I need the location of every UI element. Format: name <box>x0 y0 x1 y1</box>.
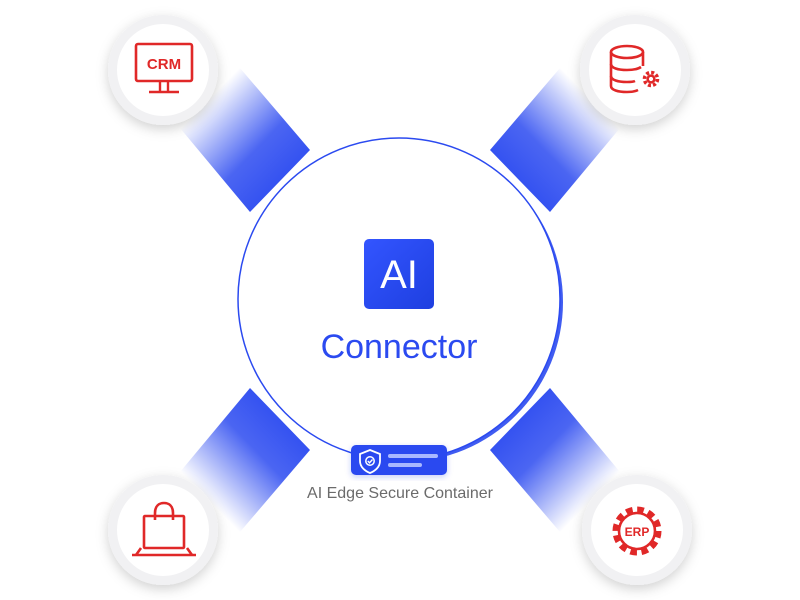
crm-monitor-icon: CRM <box>134 42 194 94</box>
connector-band-top-right <box>490 68 620 212</box>
gear-icon <box>642 70 660 88</box>
chip-line-1 <box>388 454 438 458</box>
crm-node: CRM <box>108 15 218 125</box>
erp-gear-icon: ERP <box>612 506 662 556</box>
crm-icon-label: CRM <box>147 56 181 73</box>
database-gear-icon <box>609 44 645 94</box>
ai-badge-text: AI <box>380 253 418 297</box>
ai-badge <box>364 239 434 309</box>
shield-check-icon <box>359 449 381 474</box>
connector-band-bottom-left <box>180 388 310 532</box>
shop-node <box>108 475 218 585</box>
erp-icon-label: ERP <box>625 525 650 539</box>
connector-band-bottom-right <box>490 388 620 532</box>
shopping-bag-laptop-icon <box>132 501 196 557</box>
connector-band-top-left <box>180 68 310 212</box>
database-node <box>580 15 690 125</box>
connector-title: Connector <box>321 328 478 366</box>
chip-line-2 <box>388 463 422 467</box>
secure-container-caption: AI Edge Secure Container <box>307 485 494 502</box>
erp-node: ERP <box>582 475 692 585</box>
